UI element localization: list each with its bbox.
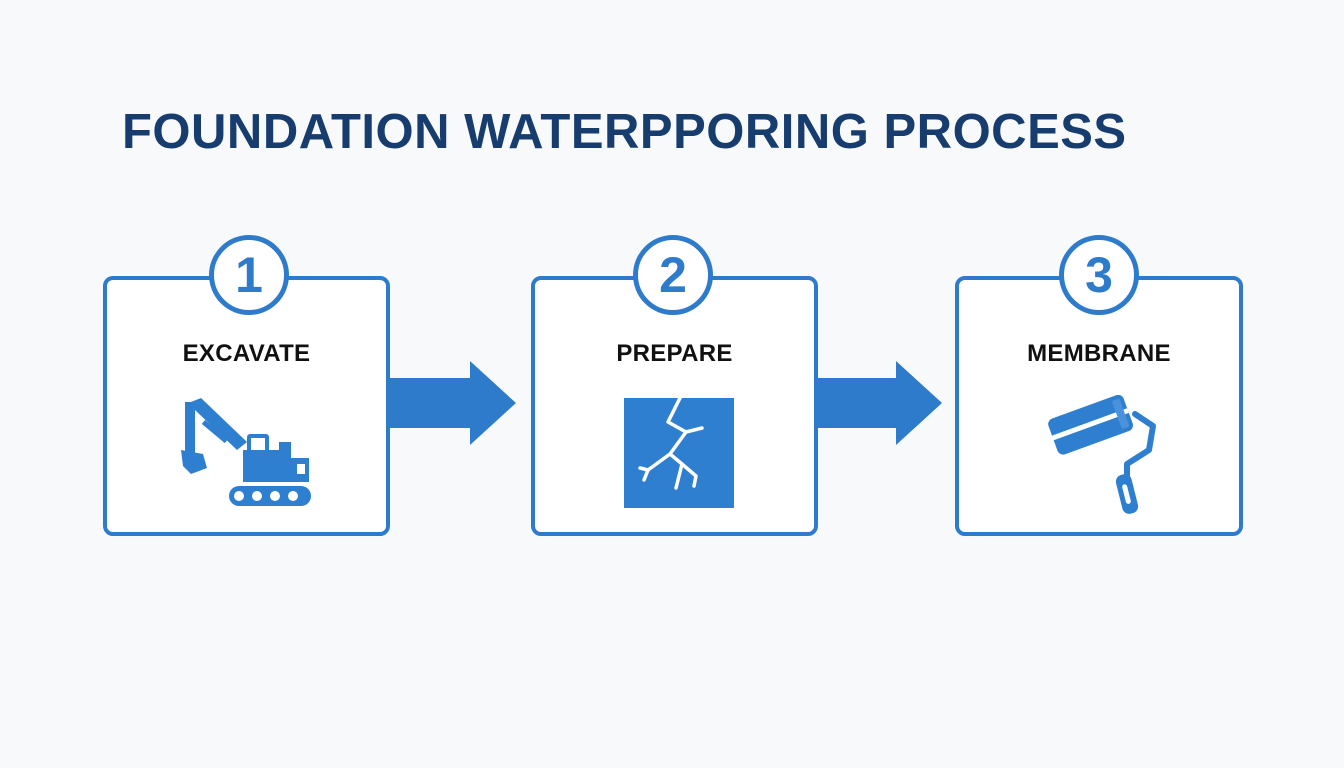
step-number-badge: 2 [633,235,713,315]
step-number-badge: 1 [209,235,289,315]
cracked-wall-icon [624,398,734,508]
step-number-badge: 3 [1059,235,1139,315]
arrow-right-icon [388,361,516,445]
step-label: EXCAVATE [182,340,311,367]
step-card-membrane: 3 MEMBRANE [955,235,1243,536]
step-label: PREPARE [616,340,733,367]
arrow-right-icon [814,361,942,445]
excavator-icon [181,398,311,506]
step-card-excavate: 1 EXCAVATE [103,235,390,536]
step-card-prepare: 2 PREPARE [531,235,818,536]
paint-roller-icon [1048,394,1156,514]
page-title: FOUNDATION WATERPPORING PROCESS [122,105,1127,159]
step-label: MEMBRANE [1027,340,1171,367]
